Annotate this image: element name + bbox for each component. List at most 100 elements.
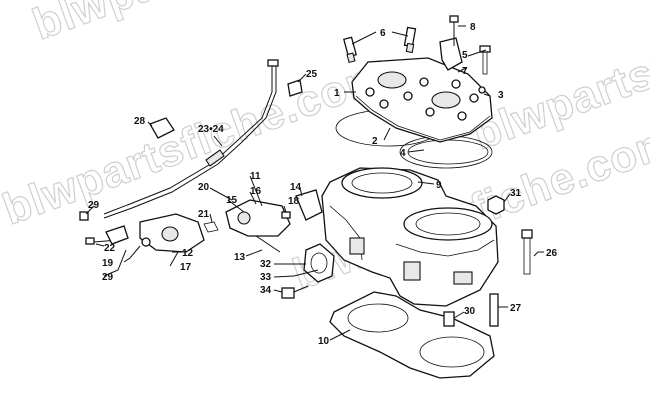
- exhaust-port-left: [349, 237, 365, 255]
- cylinder-9-top: [341, 167, 423, 199]
- leader-9: [417, 181, 435, 185]
- part-label-31: 31: [510, 188, 522, 199]
- leader-29b: [103, 249, 127, 277]
- leader-34: [273, 289, 283, 293]
- leader-11: [249, 175, 263, 207]
- stud-26-shank: [523, 237, 531, 275]
- cable-adjuster: [205, 149, 225, 167]
- head-edge: [355, 95, 491, 141]
- head-bolt-hole: [451, 79, 461, 89]
- valve-boss: [161, 226, 179, 242]
- clip-25: [287, 79, 303, 97]
- stud-27: [489, 293, 499, 327]
- part-label-18: 18: [288, 196, 300, 207]
- part-label-34: 34: [260, 285, 272, 296]
- head-bolt-hole: [419, 77, 429, 87]
- gasket-32-bore: [310, 252, 328, 274]
- bolt-34-shank: [293, 285, 309, 293]
- head-bolt-hole: [379, 99, 389, 109]
- part-label-15: 15: [226, 195, 238, 206]
- head-dome-left: [377, 71, 407, 89]
- part-label-26: 26: [546, 248, 558, 259]
- leader-31: [503, 193, 511, 203]
- stud-26-head: [521, 229, 533, 239]
- leader-19: [123, 245, 141, 263]
- part-label-28: 28: [134, 116, 146, 127]
- bolt-29-top: [79, 211, 89, 221]
- leader-4: [407, 149, 425, 153]
- part-label-30: 30: [464, 306, 476, 317]
- part-label-33: 33: [260, 272, 272, 283]
- leader-26: [533, 251, 544, 257]
- actuator-housing-16: [225, 199, 291, 237]
- leader-5: [467, 49, 487, 57]
- cable-23-24: [103, 59, 279, 219]
- leader-33: [273, 275, 295, 278]
- cylinder-9-bore: [351, 172, 413, 194]
- head-bolt-hole: [425, 107, 435, 117]
- spark-plug-right-tip: [405, 42, 415, 54]
- washer-33: [293, 269, 319, 277]
- cylinder-block: [321, 167, 499, 307]
- part-label-12: 12: [182, 248, 194, 259]
- leader-16: [249, 191, 257, 205]
- bolt-34-head: [281, 287, 295, 299]
- part-label-27: 27: [510, 303, 522, 314]
- leader-30: [453, 311, 465, 319]
- part-label-7: 7: [462, 66, 468, 77]
- part-labels: 1 2 3 4 5 6 7 8 9 10 11 12 13 14 15 16 1…: [88, 22, 558, 347]
- part-label-11: 11: [250, 171, 261, 182]
- bracket-lever: [105, 225, 129, 245]
- base-gasket-bore-left: [347, 303, 409, 333]
- part-label-8: 8: [470, 22, 476, 33]
- leader-6b: [391, 31, 409, 37]
- leader-21: [209, 213, 213, 223]
- part-label-22: 22: [104, 243, 116, 254]
- studs-and-nuts: [443, 195, 533, 327]
- port-window: [453, 271, 473, 285]
- leader-29a: [85, 205, 95, 215]
- bracket-28: [149, 117, 175, 139]
- actuator-assembly: [79, 189, 323, 253]
- pin-18: [281, 211, 291, 219]
- head-bolt-hole: [457, 111, 467, 121]
- exhaust-hardware: [281, 243, 335, 299]
- leader-22: [95, 243, 105, 247]
- head-hardware: [439, 15, 491, 94]
- head-dome-right: [431, 91, 461, 109]
- leader-15: [227, 199, 245, 213]
- part-label-21: 21: [198, 209, 210, 220]
- leader-28: [147, 121, 153, 127]
- part-label-19: 19: [102, 258, 114, 269]
- cylinder-fin-2: [395, 239, 495, 257]
- part-label-32: 32: [260, 259, 272, 270]
- cable-end: [267, 59, 279, 67]
- actuator-boss: [237, 211, 251, 225]
- head-bolt-hole: [403, 91, 413, 101]
- leader-18: [283, 205, 287, 213]
- leader-25: [297, 73, 307, 83]
- part-label-29-bottom: 29: [102, 272, 114, 283]
- leader-2: [383, 127, 391, 141]
- cylinder-right-bore: [415, 212, 481, 236]
- part-label-13: 13: [234, 252, 246, 263]
- spark-plug-left-tip: [346, 52, 356, 64]
- exhaust-port-right: [403, 261, 421, 281]
- bolt-13: [255, 235, 281, 253]
- spring-21: [203, 221, 219, 233]
- head-bolt-hole: [365, 87, 375, 97]
- leader-23-24: [213, 135, 223, 147]
- leader-6a: [351, 31, 377, 45]
- cable-line: [103, 62, 273, 215]
- spark-plugs: [343, 26, 417, 64]
- nut-30: [443, 311, 455, 327]
- part-label-25: 25: [306, 69, 318, 80]
- part-label-5: 5: [462, 50, 468, 61]
- part-label-14: 14: [290, 182, 302, 193]
- leader-17: [169, 251, 179, 267]
- bolt-22: [85, 237, 95, 245]
- head-bolt-hole: [469, 93, 479, 103]
- part-label-10: 10: [318, 336, 330, 347]
- leader-3: [483, 93, 491, 97]
